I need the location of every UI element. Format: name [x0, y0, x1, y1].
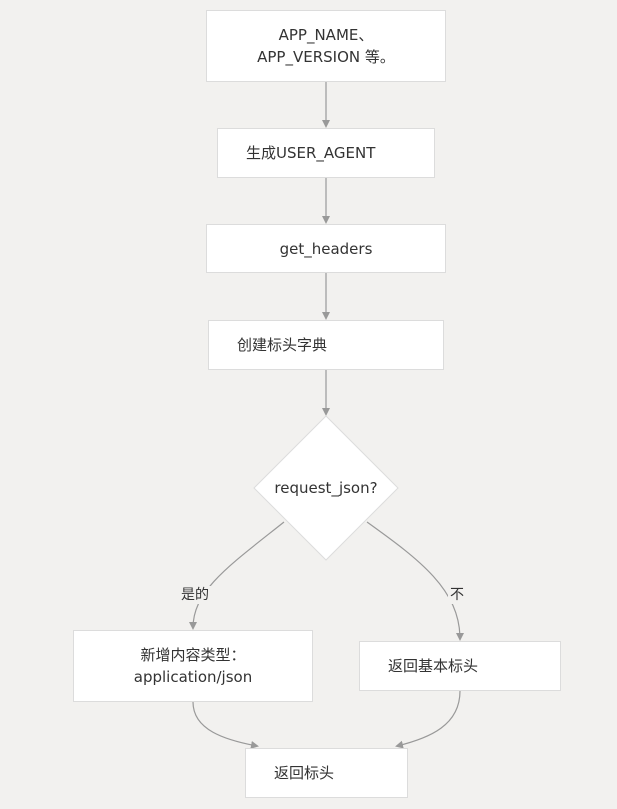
node-get-headers: get_headers — [206, 224, 446, 273]
edge-label-no: 不 — [448, 586, 466, 604]
node-return-basic-headers: 返回基本标头 — [359, 641, 561, 691]
node-generate-user-agent-label: 生成USER_AGENT — [246, 144, 376, 162]
edge-label-yes: 是的 — [179, 586, 211, 604]
edge-decision-no — [366, 521, 464, 641]
node-generate-user-agent: 生成USER_AGENT — [217, 128, 435, 178]
node-create-header-dict-label: 创建标头字典 — [237, 336, 328, 354]
node-create-header-dict: 创建标头字典 — [208, 320, 444, 370]
node-return-headers-label: 返回标头 — [274, 764, 335, 782]
decision-label: request_json? — [274, 479, 378, 497]
node-return-headers: 返回标头 — [245, 748, 408, 798]
node-return-basic-headers-label: 返回基本标头 — [388, 657, 479, 675]
edge-basic-to-return — [395, 690, 461, 749]
node-add-content-type-label: 新增内容类型： application/json — [133, 646, 253, 686]
decision-diamond — [253, 415, 399, 561]
node-app-info-label: APP_NAME、 APP_VERSION 等。 — [257, 26, 395, 66]
node-add-content-type: 新增内容类型： application/json — [73, 630, 313, 702]
node-app-info: APP_NAME、 APP_VERSION 等。 — [206, 10, 446, 82]
edge-decision-yes — [189, 521, 285, 630]
node-get-headers-label: get_headers — [279, 239, 373, 258]
edge-content-type-to-return — [192, 701, 259, 749]
